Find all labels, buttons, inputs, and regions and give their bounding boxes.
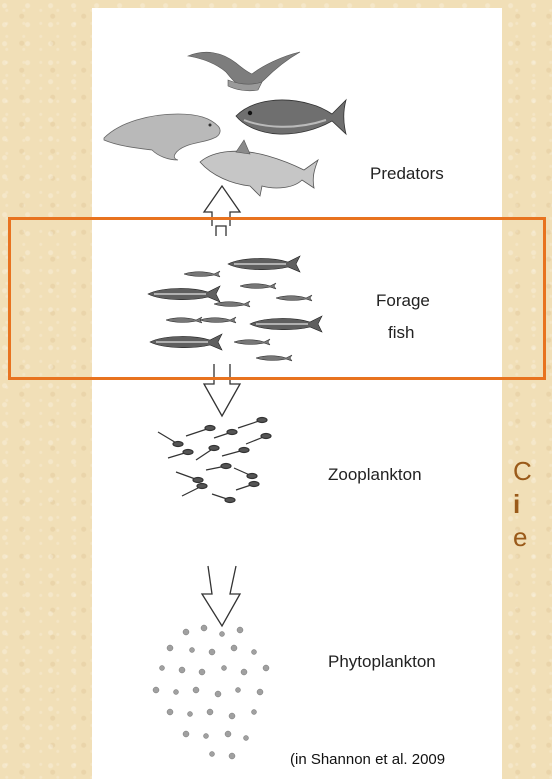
copepod-icon bbox=[182, 484, 207, 497]
phytoplankton-cell-icon bbox=[167, 645, 173, 651]
copepod-icon bbox=[234, 468, 257, 479]
phytoplankton-cell-icon bbox=[225, 731, 231, 737]
forage-fish-highlight-box bbox=[8, 217, 546, 380]
side-caption: C i e bbox=[513, 455, 532, 554]
phytoplankton-cell-icon bbox=[244, 736, 249, 741]
copepod-icon bbox=[158, 432, 183, 447]
copepod-icon bbox=[212, 494, 235, 503]
phytoplankton-cell-icon bbox=[153, 687, 159, 693]
phytoplankton-cell-icon bbox=[174, 690, 179, 695]
phytoplankton-cell-icon bbox=[179, 667, 185, 673]
phytoplankton-cell-icon bbox=[188, 712, 193, 717]
zooplankton-cluster bbox=[158, 418, 271, 503]
phytoplankton-cell-icon bbox=[183, 731, 189, 737]
copepod-icon bbox=[196, 446, 219, 461]
side-caption-line3: e bbox=[513, 522, 527, 552]
phytoplankton-cell-icon bbox=[207, 709, 213, 715]
phytoplankton-cell-icon bbox=[252, 650, 257, 655]
phytoplankton-cell-icon bbox=[190, 648, 195, 653]
label-predators: Predators bbox=[370, 163, 444, 185]
copepod-icon bbox=[236, 482, 259, 491]
copepod-icon bbox=[206, 464, 231, 471]
side-caption-line2: i bbox=[513, 489, 520, 519]
phytoplankton-cell-icon bbox=[183, 629, 189, 635]
phytoplankton-cell-icon bbox=[229, 753, 235, 759]
label-zooplankton: Zooplankton bbox=[328, 464, 422, 486]
phytoplankton-cell-icon bbox=[204, 734, 209, 739]
phytoplankton-cell-icon bbox=[167, 709, 173, 715]
label-phytoplankton: Phytoplankton bbox=[328, 651, 436, 673]
phytoplankton-cell-icon bbox=[199, 669, 205, 675]
copepod-icon bbox=[176, 472, 203, 483]
phytoplankton-cell-icon bbox=[231, 645, 237, 651]
phytoplankton-cloud bbox=[153, 625, 269, 759]
phytoplankton-cell-icon bbox=[160, 666, 165, 671]
seal-icon bbox=[104, 114, 220, 160]
shark-icon bbox=[200, 140, 318, 196]
phytoplankton-cell-icon bbox=[229, 713, 235, 719]
phytoplankton-cell-icon bbox=[237, 627, 243, 633]
phytoplankton-cell-icon bbox=[257, 689, 263, 695]
phytoplankton-cell-icon bbox=[220, 632, 225, 637]
phytoplankton-cell-icon bbox=[222, 666, 227, 671]
copepod-icon bbox=[186, 426, 215, 437]
phytoplankton-cell-icon bbox=[209, 649, 215, 655]
seabird-icon bbox=[188, 52, 300, 91]
copepod-icon bbox=[246, 434, 271, 445]
arrow-down-icon bbox=[202, 566, 240, 626]
citation: (in Shannon et al. 2009 bbox=[290, 751, 445, 768]
phytoplankton-cell-icon bbox=[252, 710, 257, 715]
copepod-icon bbox=[168, 450, 193, 459]
phytoplankton-cell-icon bbox=[201, 625, 207, 631]
phytoplankton-cell-icon bbox=[263, 665, 269, 671]
side-caption-line1: C bbox=[513, 456, 532, 486]
phytoplankton-cell-icon bbox=[193, 687, 199, 693]
copepod-icon bbox=[214, 430, 237, 439]
phytoplankton-cell-icon bbox=[210, 752, 215, 757]
copepod-icon bbox=[238, 418, 267, 429]
tuna-icon bbox=[236, 100, 346, 134]
copepod-icon bbox=[222, 448, 249, 457]
phytoplankton-cell-icon bbox=[236, 688, 241, 693]
phytoplankton-cell-icon bbox=[241, 669, 247, 675]
phytoplankton-cell-icon bbox=[215, 691, 221, 697]
